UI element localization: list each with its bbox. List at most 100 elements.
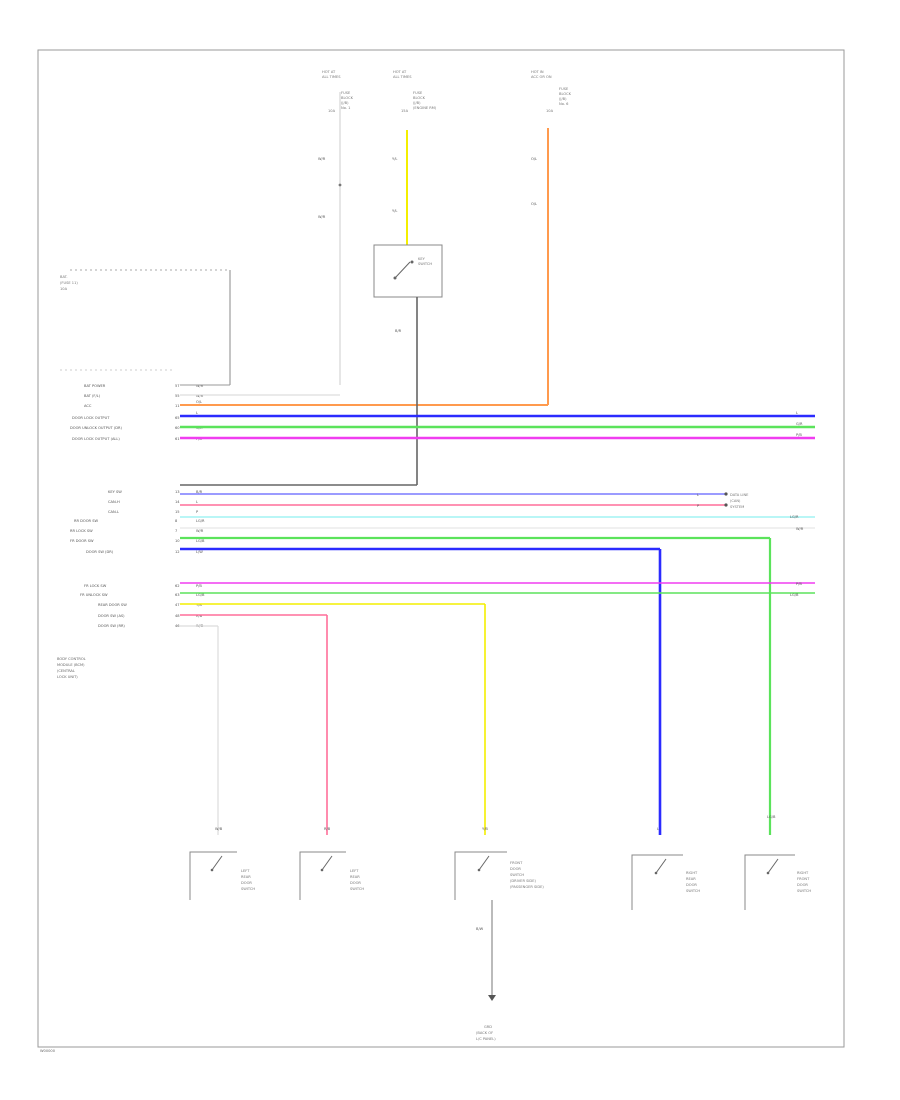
svg-text:15: 15 <box>175 510 180 514</box>
svg-text:DOOR: DOOR <box>797 883 808 887</box>
footer-code: W00000 <box>40 1049 56 1053</box>
svg-text:HOT AT: HOT AT <box>393 70 407 74</box>
svg-text:SWITCH: SWITCH <box>350 887 364 891</box>
svg-text:REAR: REAR <box>350 875 360 879</box>
svg-text:Y/B: Y/B <box>196 603 202 607</box>
svg-text:O/L: O/L <box>196 400 202 404</box>
svg-text:SWITCH: SWITCH <box>241 887 255 891</box>
svg-text:G/R: G/R <box>796 422 803 426</box>
top-feed-1: HOT AT ALL TIMES FUSE BLOCK (J/B) No. 1 … <box>318 70 354 385</box>
svg-text:BODY CONTROL: BODY CONTROL <box>57 657 86 661</box>
svg-text:HOT IN: HOT IN <box>531 70 544 74</box>
svg-text:W/R: W/R <box>318 215 326 219</box>
svg-text:ACC: ACC <box>84 404 92 408</box>
svg-text:65: 65 <box>175 416 180 420</box>
svg-text:DOOR: DOOR <box>686 883 697 887</box>
svg-text:RR LOCK SW: RR LOCK SW <box>70 529 93 533</box>
svg-text:O/L: O/L <box>531 157 537 161</box>
svg-text:RIGHT: RIGHT <box>797 871 809 875</box>
svg-text:FRONT: FRONT <box>510 861 523 865</box>
svg-text:CAN-H: CAN-H <box>108 500 120 504</box>
svg-text:BLOCK: BLOCK <box>413 96 426 100</box>
svg-text:(BACK OF: (BACK OF <box>476 1031 493 1035</box>
svg-text:(CAN): (CAN) <box>730 499 741 503</box>
svg-text:(J/B): (J/B) <box>559 97 567 101</box>
svg-text:HOT AT: HOT AT <box>322 70 336 74</box>
top-feed-3: HOT IN ACC OR ON FUSE BLOCK (J/B) No. 6 … <box>180 70 572 406</box>
svg-text:L: L <box>196 500 198 504</box>
svg-text:L: L <box>657 827 659 831</box>
svg-text:BAT.: BAT. <box>60 275 68 279</box>
door-switch-5: LG/B RIGHT FRONT DOOR SWITCH <box>744 815 811 910</box>
svg-text:57: 57 <box>175 384 180 388</box>
svg-text:DOOR UNLOCK OUTPUT (DR): DOOR UNLOCK OUTPUT (DR) <box>70 426 123 430</box>
key-switch: KEY SWITCH B/R <box>180 244 443 486</box>
svg-text:LG/B: LG/B <box>767 815 776 819</box>
svg-text:13: 13 <box>175 490 180 494</box>
svg-text:P/B: P/B <box>796 582 802 586</box>
svg-text:P/B: P/B <box>196 584 202 588</box>
svg-text:LOCK UNIT): LOCK UNIT) <box>57 675 78 679</box>
svg-text:B/R: B/R <box>196 490 203 494</box>
svg-text:MODULE (BCM): MODULE (BCM) <box>57 663 85 667</box>
svg-text:14: 14 <box>175 500 180 504</box>
svg-text:55: 55 <box>175 394 180 398</box>
svg-text:BAT POWER: BAT POWER <box>84 384 106 388</box>
module-label: BODY CONTROL MODULE (BCM) (CENTRAL LOCK … <box>57 657 86 679</box>
svg-text:10A: 10A <box>328 109 336 113</box>
door-switch-1: W/B LEFT REAR DOOR SWITCH <box>189 827 255 900</box>
svg-text:L/W: L/W <box>196 550 203 554</box>
svg-text:SWITCH: SWITCH <box>418 262 432 266</box>
svg-text:P/B: P/B <box>796 433 802 437</box>
svg-text:DOOR LOCK OUTPUT (ALL): DOOR LOCK OUTPUT (ALL) <box>72 437 120 441</box>
svg-text:P: P <box>196 510 199 514</box>
bcm-pin-group-1: BAT POWER 57 W/R BAT (F/L) 55 W/R ACC 11… <box>70 384 815 441</box>
svg-text:ALL TIMES: ALL TIMES <box>393 75 412 79</box>
svg-text:KEY: KEY <box>418 257 426 261</box>
svg-text:LG/R: LG/R <box>196 519 205 523</box>
svg-text:ACC OR ON: ACC OR ON <box>531 75 552 79</box>
svg-text:10A: 10A <box>546 109 554 113</box>
bcm-pin-group-2: KEY SW 13 B/R CAN-H 14 L CAN-L 15 P RR D… <box>70 490 815 835</box>
door-switch-2: R/B LEFT REAR DOOR SWITCH <box>299 827 364 900</box>
svg-text:FUSE: FUSE <box>413 91 423 95</box>
svg-text:REAR: REAR <box>686 877 696 881</box>
svg-text:7: 7 <box>175 529 177 533</box>
svg-text:SWITCH: SWITCH <box>686 889 700 893</box>
svg-text:DOOR: DOOR <box>241 881 252 885</box>
svg-text:DOOR SW (RR): DOOR SW (RR) <box>98 624 125 628</box>
svg-text:BLOCK: BLOCK <box>559 92 572 96</box>
svg-text:Y/L: Y/L <box>392 209 397 213</box>
svg-text:10: 10 <box>175 539 180 543</box>
svg-text:8: 8 <box>175 519 178 523</box>
svg-text:RR DOOR SW: RR DOOR SW <box>74 519 98 523</box>
svg-text:BAT (F/L): BAT (F/L) <box>84 394 101 398</box>
svg-text:(J/B): (J/B) <box>341 101 349 105</box>
svg-text:61: 61 <box>175 437 180 441</box>
svg-text:LG/B: LG/B <box>196 539 205 543</box>
svg-text:(ENGINE RM): (ENGINE RM) <box>413 106 437 110</box>
svg-text:SWITCH: SWITCH <box>510 873 524 877</box>
bcm-pin-group-3: FR LOCK SW 62 P/B FR UNLOCK SW 63 LG/B R… <box>80 582 815 835</box>
svg-text:62: 62 <box>175 584 180 588</box>
svg-text:No. 6: No. 6 <box>559 102 569 106</box>
svg-text:FR DOOR SW: FR DOOR SW <box>70 539 94 543</box>
svg-text:L/C PANEL): L/C PANEL) <box>476 1037 496 1041</box>
svg-text:SYSTEM: SYSTEM <box>730 505 744 509</box>
svg-text:(FUSE 11): (FUSE 11) <box>60 281 78 285</box>
svg-text:(PASSENGER SIDE): (PASSENGER SIDE) <box>510 885 544 889</box>
svg-text:LEFT: LEFT <box>350 869 359 873</box>
svg-text:LEFT: LEFT <box>241 869 250 873</box>
svg-text:10A: 10A <box>60 287 68 291</box>
svg-text:L: L <box>196 411 198 415</box>
svg-text:W/R: W/R <box>796 527 804 531</box>
svg-text:FUSE: FUSE <box>341 91 351 95</box>
svg-text:BLOCK: BLOCK <box>341 96 354 100</box>
svg-text:FUSE: FUSE <box>559 87 569 91</box>
door-switch-4: L RIGHT REAR DOOR SWITCH <box>631 827 700 910</box>
svg-text:DATA LINE: DATA LINE <box>730 493 749 497</box>
svg-text:R/B: R/B <box>324 827 331 831</box>
svg-text:KEY SW: KEY SW <box>108 490 122 494</box>
svg-text:48: 48 <box>175 614 180 618</box>
svg-text:12: 12 <box>175 550 180 554</box>
